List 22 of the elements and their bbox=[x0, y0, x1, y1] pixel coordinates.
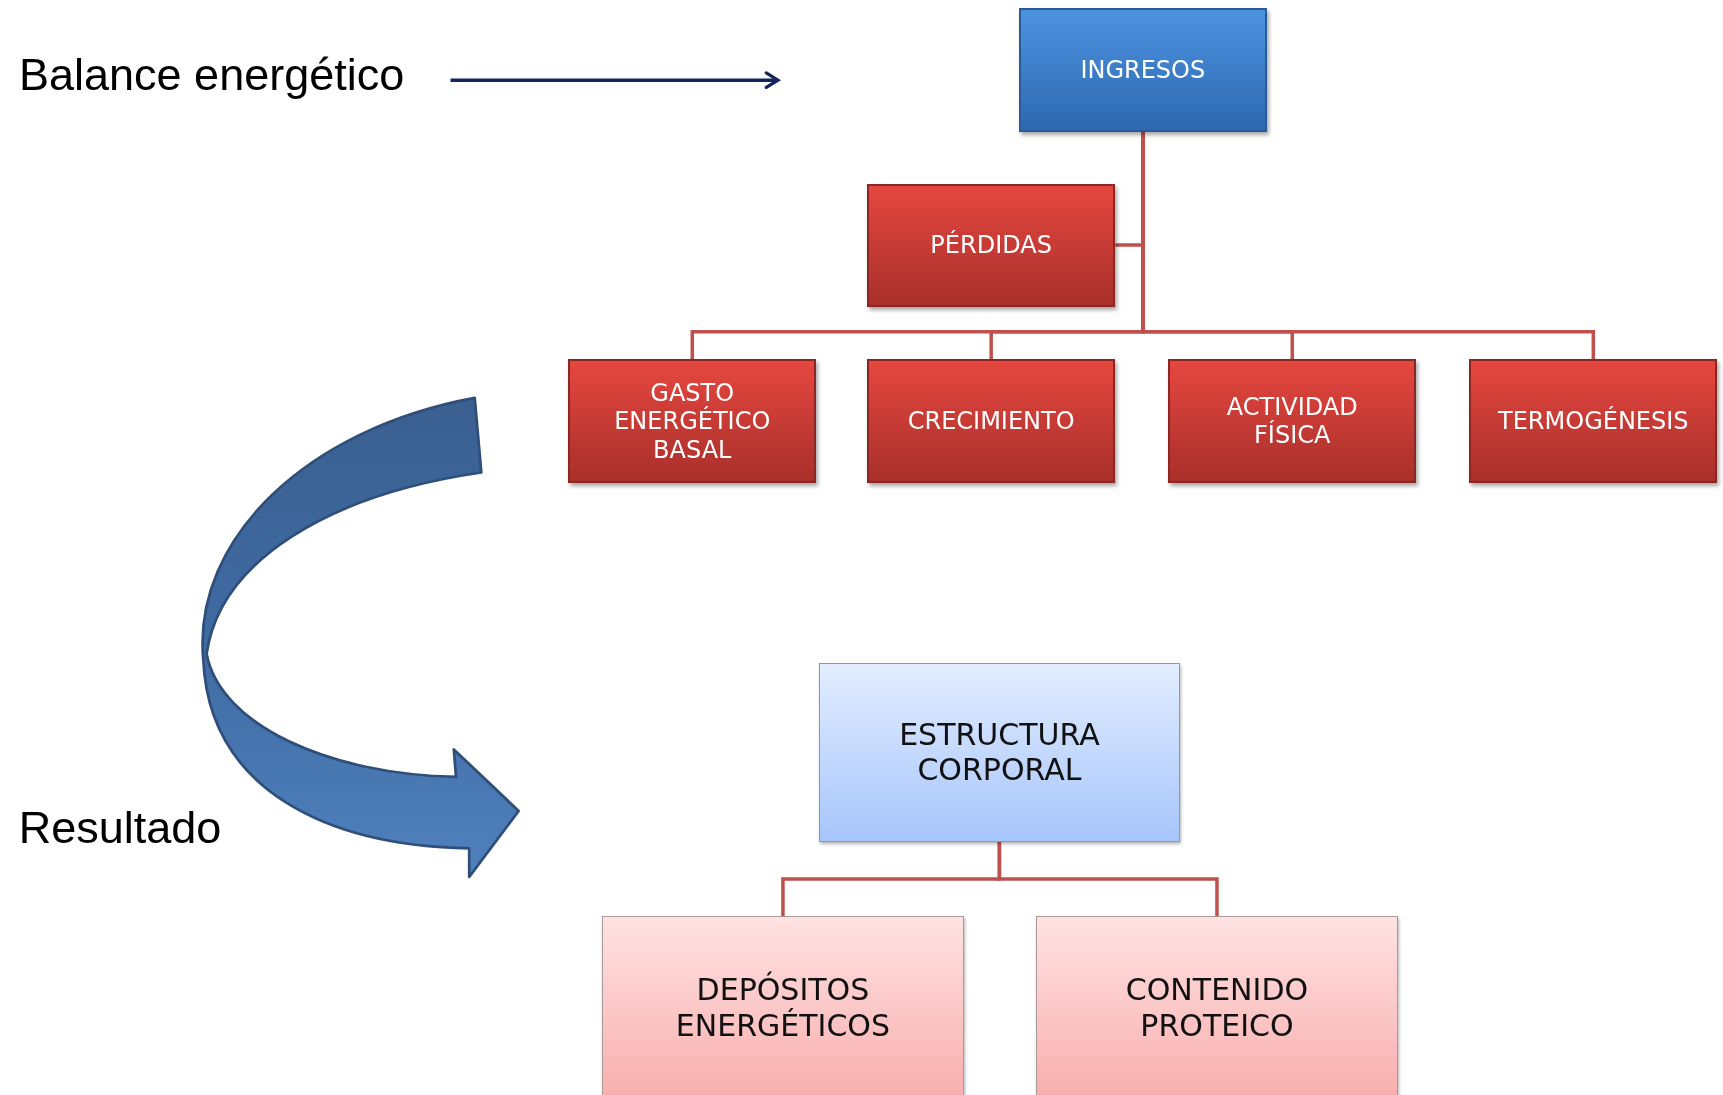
box-label: GASTO ENERGÉTICO BASAL bbox=[613, 378, 772, 464]
box-label: TERMOGÉNESIS bbox=[1498, 407, 1689, 436]
box-label: CONTENIDO PROTEICO bbox=[1124, 972, 1310, 1044]
process-box bbox=[867, 359, 1116, 484]
arrow bbox=[450, 71, 780, 90]
process-box bbox=[1469, 359, 1718, 484]
process-box bbox=[818, 662, 1181, 842]
connector-line bbox=[997, 841, 1219, 917]
process-box bbox=[1018, 7, 1267, 132]
caption-text: Resultado bbox=[18, 802, 222, 855]
process-box bbox=[568, 359, 817, 484]
process-box bbox=[867, 183, 1116, 307]
box-label: ESTRUCTURA CORPORAL bbox=[898, 716, 1101, 788]
box-label: PÉRDIDAS bbox=[930, 230, 1052, 260]
box-label: DEPÓSITOS ENERGÉTICOS bbox=[674, 972, 891, 1044]
process-box bbox=[602, 916, 964, 1095]
box-label: INGRESOS bbox=[1080, 55, 1206, 84]
heading-text: Balance energético bbox=[19, 47, 405, 101]
box-label: ACTIVIDAD FÍSICA bbox=[1225, 393, 1359, 450]
process-box bbox=[1168, 359, 1417, 484]
process-box bbox=[1036, 916, 1398, 1095]
box-label: CRECIMIENTO bbox=[907, 407, 1075, 436]
